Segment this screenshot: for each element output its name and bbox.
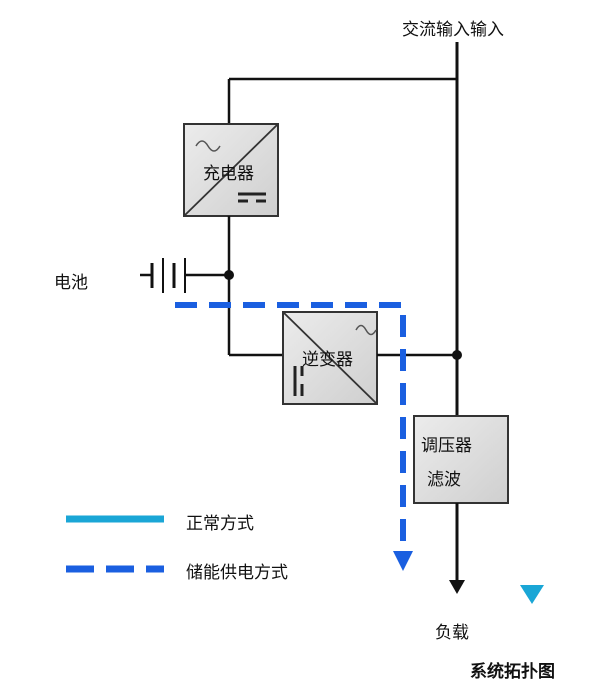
dc-symbol-icon [293, 366, 304, 396]
inverter-block [282, 311, 378, 405]
inverter-label: 逆变器 [302, 350, 353, 370]
charger-block [183, 123, 279, 217]
ac-wave-icon [195, 140, 221, 152]
dc-symbol-icon [238, 192, 266, 203]
storage-path-arrow-icon [393, 551, 413, 571]
legend-normal-label: 正常方式 [186, 514, 254, 534]
ac-wave-icon [355, 324, 377, 336]
battery-symbol-icon [140, 258, 229, 293]
regulator-filter-block [413, 415, 509, 504]
filter-label: 滤波 [427, 470, 461, 490]
regulator-label: 调压器 [421, 436, 472, 456]
load-label: 负载 [435, 623, 469, 643]
bus-junction-dot [452, 350, 462, 360]
storage-power-path [175, 302, 406, 552]
diagram-caption: 系统拓扑图 [470, 662, 555, 682]
legend-storage-label: 储能供电方式 [186, 563, 288, 583]
battery-junction-dot [224, 270, 234, 280]
battery-label: 电池 [54, 273, 88, 293]
charger-label: 充电器 [203, 164, 254, 184]
load-arrow-icon [449, 580, 465, 594]
ac-input-label: 交流输入输入 [402, 20, 504, 40]
normal-mode-arrow-icon [520, 585, 544, 604]
